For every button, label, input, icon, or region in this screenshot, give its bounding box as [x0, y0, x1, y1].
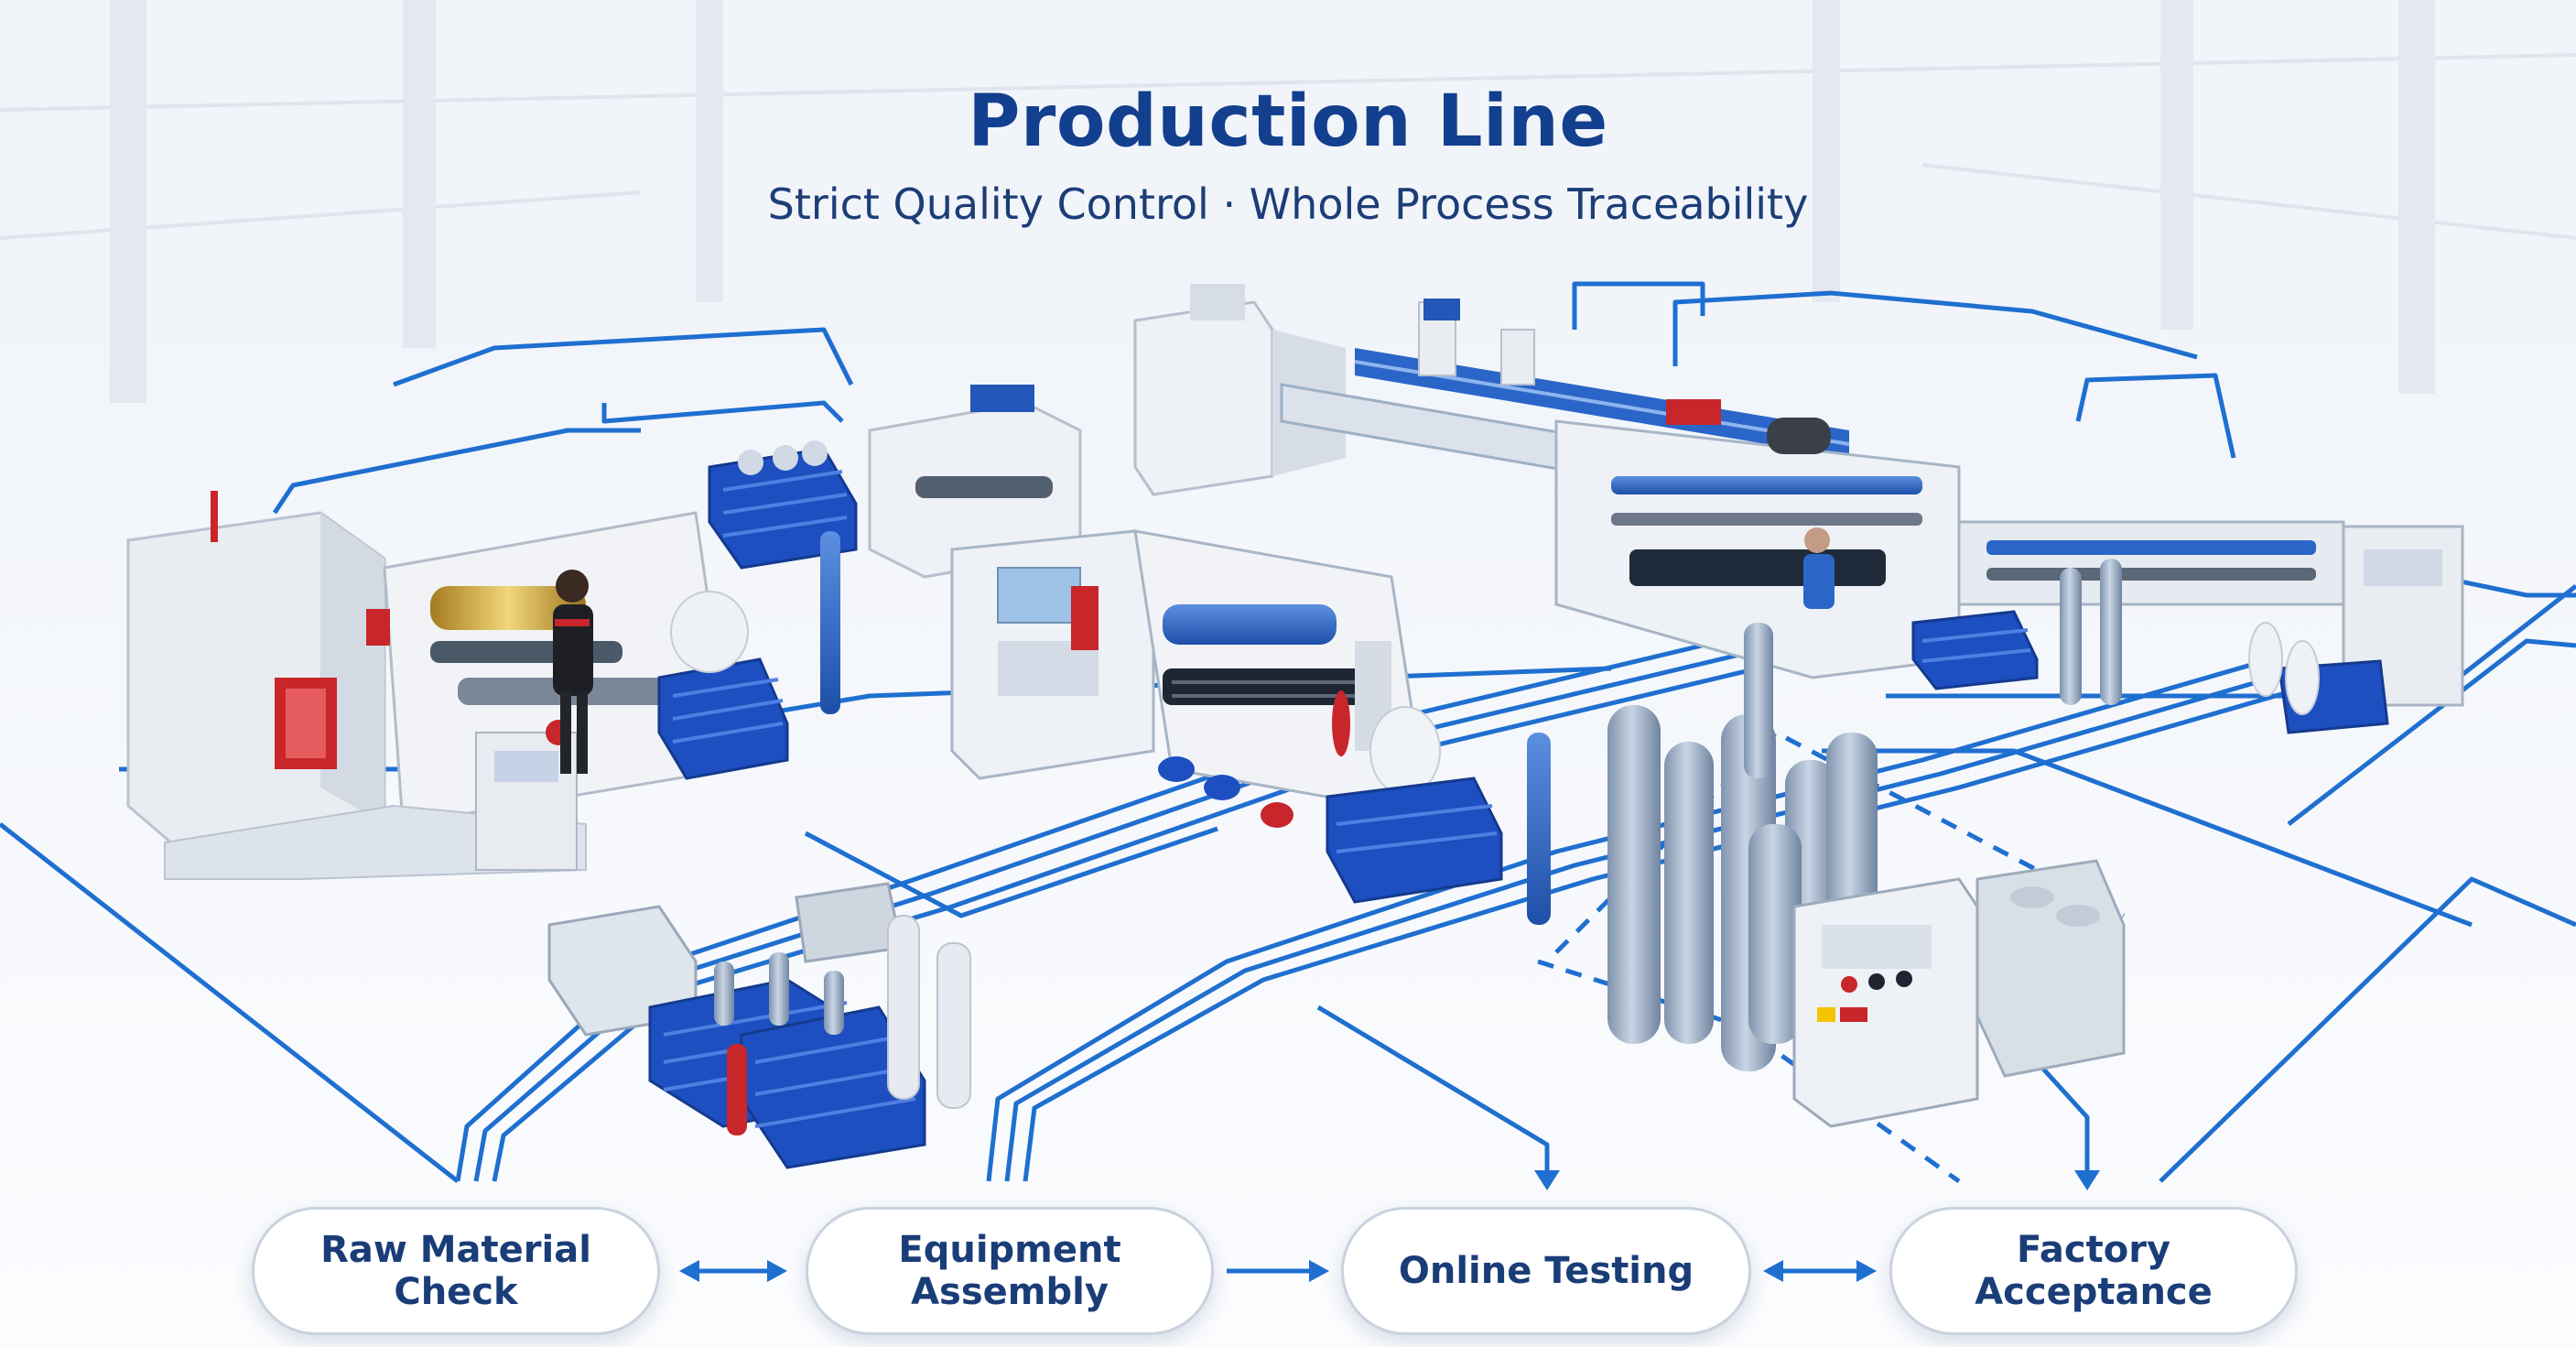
worker-left — [553, 570, 593, 774]
page-subtitle: Strict Quality Control · Whole Process T… — [767, 179, 1809, 229]
drop-arrows — [1534, 1170, 2100, 1190]
raw-material-area — [547, 882, 971, 1169]
step-connector-3 — [1763, 1260, 1877, 1282]
finished-rolls-area — [1607, 623, 2126, 1128]
step-label: Factory Acceptance — [1975, 1229, 2213, 1313]
rewinding-machine-back — [868, 284, 1346, 579]
step-raw-material-check[interactable]: Raw Material Check — [252, 1207, 660, 1335]
blue-crates-right — [1911, 559, 2389, 734]
step-online-testing[interactable]: Online Testing — [1341, 1207, 1751, 1335]
slitting-machine-left — [126, 491, 734, 880]
laminating-line-back — [1280, 299, 1850, 515]
step-connector-2 — [1227, 1260, 1329, 1282]
blue-crates-left — [657, 440, 858, 780]
coating-line-right — [1554, 418, 2464, 707]
step-label: Raw Material Check — [320, 1229, 591, 1313]
step-label: Equipment Assembly — [898, 1229, 1121, 1313]
material-crate-center — [820, 531, 1551, 925]
step-equipment-assembly[interactable]: Equipment Assembly — [806, 1207, 1214, 1335]
step-label: Online Testing — [1398, 1250, 1694, 1292]
slitting-machine-center — [950, 529, 1430, 828]
step-connector-1 — [679, 1260, 787, 1282]
page-title: Production Line — [968, 81, 1608, 163]
step-factory-acceptance[interactable]: Factory Acceptance — [1889, 1207, 2298, 1335]
